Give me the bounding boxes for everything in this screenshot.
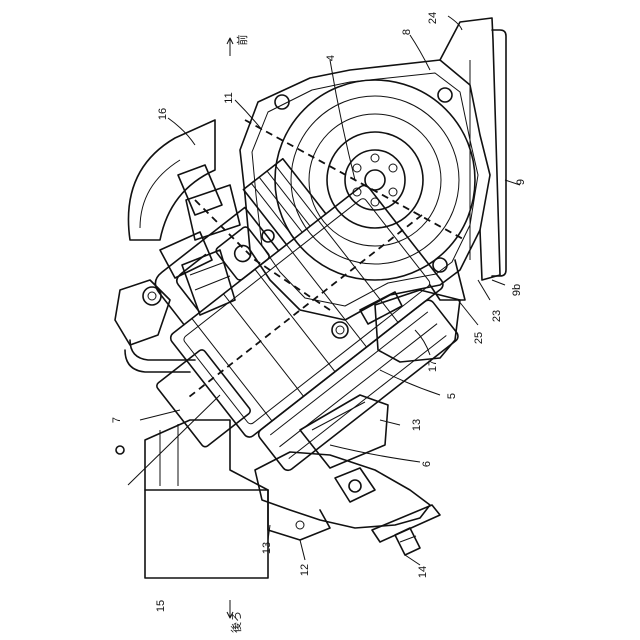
ref-25: 25: [473, 332, 485, 344]
ref-12: 12: [299, 564, 311, 576]
ref-4: 4: [325, 55, 337, 61]
ref-7: 7: [111, 417, 123, 423]
front-arrow: [227, 38, 233, 56]
flywheel: [275, 80, 475, 280]
ref-13-lower: 13: [261, 542, 273, 554]
rear-box: [145, 420, 268, 578]
rear-label: 後ろ: [229, 611, 243, 633]
ref-24: 24: [427, 12, 439, 24]
front-label: 前: [235, 35, 249, 46]
ref-9: 9: [515, 179, 527, 185]
ref-13-right: 13: [411, 419, 423, 431]
ref-6: 6: [421, 461, 433, 467]
ref-14: 14: [417, 566, 429, 578]
ref-23: 23: [491, 310, 503, 322]
reference-circle: [116, 446, 124, 454]
ref-5: 5: [446, 393, 458, 399]
ref-11: 11: [223, 92, 235, 103]
ref-17: 17: [427, 360, 439, 372]
ref-9b: 9b: [511, 284, 523, 296]
lower-bracket: [268, 490, 330, 540]
ref-15: 15: [155, 600, 167, 612]
starter-motor: [300, 395, 388, 468]
turbo-housing: [128, 120, 240, 240]
ref-16: 16: [157, 108, 169, 120]
ref-8: 8: [401, 29, 413, 35]
